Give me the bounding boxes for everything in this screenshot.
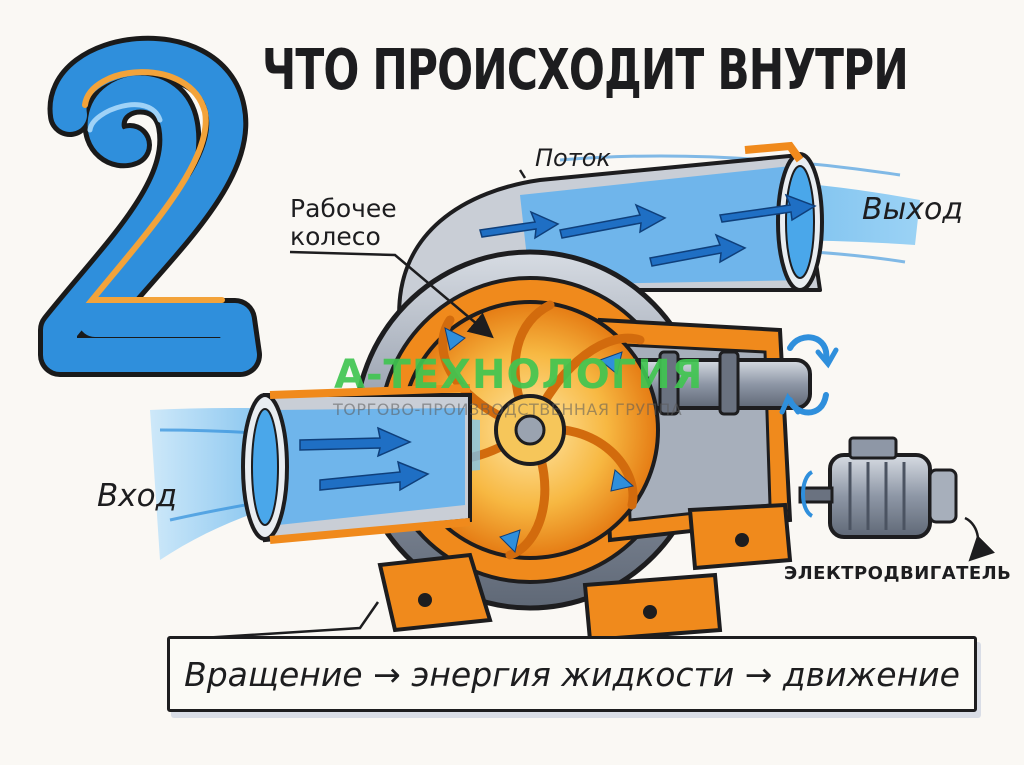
caption-text: Вращение → энергия жидкости → движение	[184, 654, 960, 694]
page-title: ЧТО ПРОИСХОДИТ ВНУТРИ	[262, 38, 909, 103]
suction-pipe	[241, 384, 472, 544]
motor-label: ЭЛЕКТРОДВИГАТЕЛЬ	[784, 563, 1012, 584]
watermark-subtitle: ТОРГОВО-ПРОИЗВОДСТВЕННАЯ ГРУППА	[333, 400, 683, 419]
inlet-label: Вход	[97, 478, 178, 514]
impeller-label-line1: Рабочее	[290, 194, 397, 223]
flow-arrow-icon	[479, 193, 817, 267]
flow-arrow-icon	[299, 426, 430, 492]
step-number	[38, 35, 262, 377]
caption-box: Вращение → энергия жидкости → движение	[167, 636, 977, 712]
impeller-label: Рабочее колесо	[290, 195, 397, 251]
outlet-label: Выход	[862, 192, 964, 227]
watermark-title: А-ТЕХНОЛОГИЯ	[334, 352, 704, 398]
rotation-arrows-icon	[779, 334, 839, 416]
flow-label: Поток	[535, 144, 611, 172]
impeller-label-line2: колесо	[290, 222, 381, 251]
pump-base	[377, 502, 793, 643]
electric-motor-icon	[798, 436, 958, 539]
